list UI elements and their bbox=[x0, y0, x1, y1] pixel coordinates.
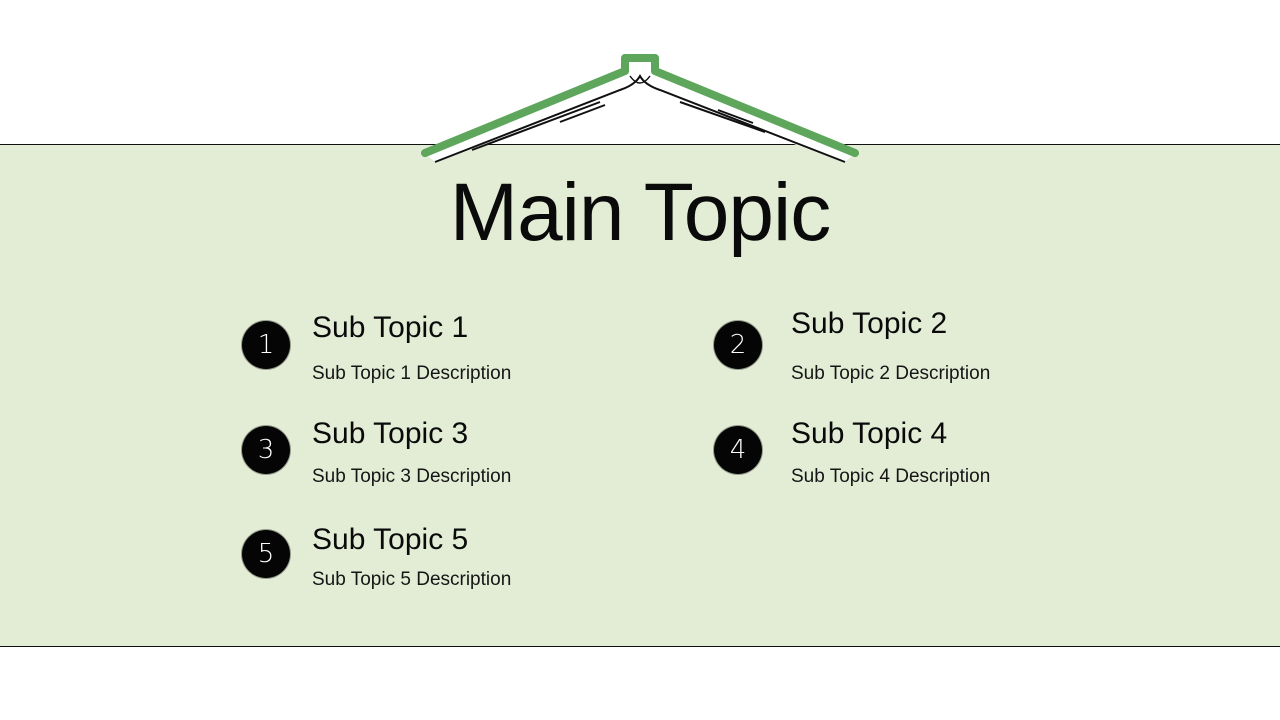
number-badge-3: 3 bbox=[242, 426, 290, 474]
subtopic-title: Sub Topic 4 bbox=[791, 417, 948, 450]
number-badge-1: 1 bbox=[242, 321, 290, 369]
subtopic-description: Sub Topic 5 Description bbox=[312, 569, 512, 590]
page-title: Main Topic bbox=[449, 167, 831, 258]
subtopic-title: Sub Topic 3 bbox=[312, 417, 469, 450]
number-badge-4: 4 bbox=[714, 426, 762, 474]
subtopic-description: Sub Topic 3 Description bbox=[312, 466, 512, 487]
number-badge-2: 2 bbox=[714, 321, 762, 369]
open-book-icon bbox=[421, 54, 859, 163]
subtopic-description: Sub Topic 4 Description bbox=[791, 466, 991, 487]
subtopic-title: Sub Topic 2 bbox=[791, 307, 948, 340]
number-badge-5: 5 bbox=[242, 530, 290, 578]
subtopic-title: Sub Topic 5 bbox=[312, 523, 469, 556]
subtopic-description: Sub Topic 1 Description bbox=[312, 363, 512, 384]
subtopic-description: Sub Topic 2 Description bbox=[791, 363, 991, 384]
green-content-band bbox=[0, 144, 1280, 647]
subtopic-title: Sub Topic 1 bbox=[312, 311, 469, 344]
